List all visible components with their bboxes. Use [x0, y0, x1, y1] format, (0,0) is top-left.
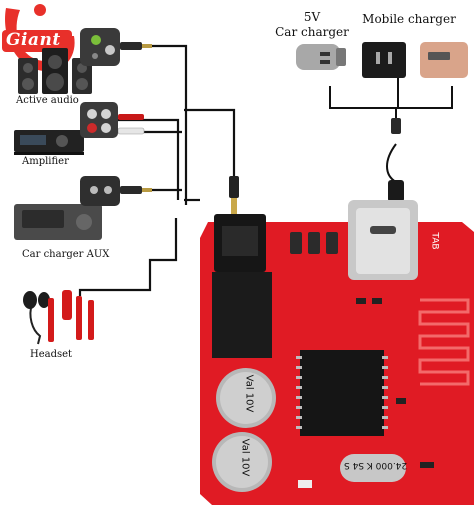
aux-jack-panel: [80, 176, 120, 206]
rca-jack-panel: [80, 102, 118, 138]
label-amplifier: Amplifier: [22, 156, 69, 167]
capacitor-label-top: Val 10V: [243, 374, 255, 413]
active-audio-speakers: [18, 48, 92, 94]
wall-charger-device: [362, 42, 406, 78]
port-label: TAB: [429, 232, 440, 250]
crystal-label: 24.000 K S4 S: [344, 460, 408, 470]
label-charger-voltage: 5V: [303, 10, 321, 24]
brand-logo-text: Giant: [6, 30, 61, 50]
label-headset: Headset: [30, 349, 73, 360]
aux-plug-top: [120, 42, 152, 50]
aux-plug-car: [120, 186, 152, 194]
brand-logo: [2, 4, 75, 72]
rca-cables: [117, 114, 145, 135]
board-aux-plug: [229, 176, 239, 214]
capacitor-label-bottom: Val 10V: [239, 438, 251, 477]
label-mobile-charger: Mobile charger: [362, 12, 456, 26]
headset-device: [23, 290, 94, 345]
label-car-charger-aux: Car charger AUX: [22, 249, 110, 260]
amplifier-device: [14, 130, 84, 155]
power-bank-device: [420, 42, 468, 78]
car-stereo-device: [14, 204, 102, 240]
label-active-audio: Active audio: [16, 95, 79, 106]
label-car-charger: Car charger: [275, 25, 349, 39]
bluetooth-board: [200, 200, 474, 505]
car-charger-device: [296, 44, 346, 70]
audio-jack-panel: [80, 28, 120, 66]
usb-c-plug: [388, 118, 404, 206]
